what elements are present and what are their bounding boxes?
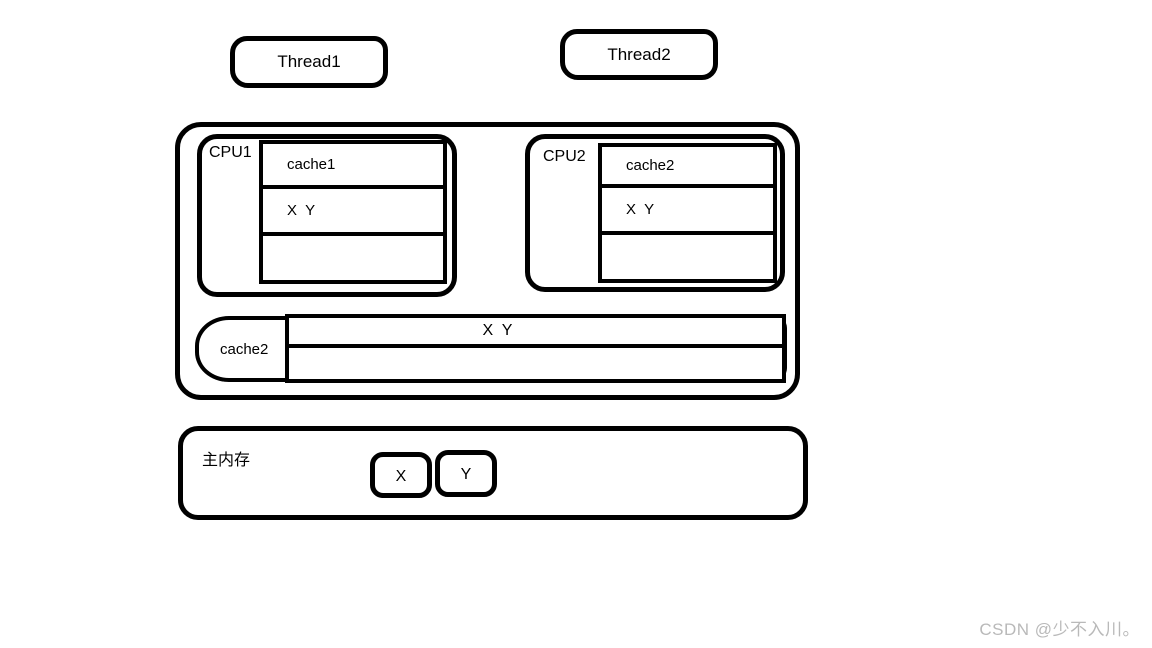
- cpu-group-box: CPU1 cache1 X Y CPU2 cache2: [175, 122, 800, 400]
- cpu2-cache-empty-row: [602, 235, 773, 279]
- csdn-watermark: CSDN @少不入川。: [979, 620, 1140, 639]
- cpu1-label: CPU1: [209, 144, 252, 161]
- cpu2-cache-vars: X Y: [626, 201, 655, 218]
- cpu1-cache-title: cache1: [287, 156, 336, 173]
- shared-cache-table: X Y: [285, 314, 786, 383]
- main-memory-label: 主内存: [202, 452, 251, 469]
- cpu1-cache-vars-row: X Y: [263, 189, 443, 236]
- thread2-label: Thread2: [607, 44, 671, 64]
- cpu2-label: CPU2: [543, 148, 586, 165]
- thread1-label: Thread1: [277, 52, 341, 71]
- thread2-box: Thread2: [560, 29, 718, 80]
- main-memory-box: 主内存 X Y: [178, 426, 808, 520]
- cpu2-cache-table: cache2 X Y: [598, 143, 777, 283]
- cpu2-cache-title: cache2: [626, 157, 675, 174]
- cpu1-box: CPU1 cache1 X Y: [197, 134, 457, 297]
- memory-cell-x-label: X: [395, 467, 407, 485]
- memory-cell-y-label: Y: [460, 466, 472, 483]
- cpu1-cache-table: cache1 X Y: [259, 140, 447, 284]
- cpu1-cache-empty-row: [263, 236, 443, 280]
- cpu1-cache-vars: X Y: [287, 202, 316, 219]
- cpu2-box: CPU2 cache2 X Y: [525, 134, 785, 292]
- thread1-box: Thread1: [230, 36, 388, 88]
- shared-cache-vars-row: X Y: [289, 318, 782, 348]
- cpu2-cache-vars-row: X Y: [602, 188, 773, 235]
- cpu2-cache-title-row: cache2: [602, 147, 773, 188]
- shared-cache-vars: X Y: [482, 322, 513, 339]
- memory-cell-x: X: [370, 452, 432, 498]
- shared-cache-empty-row: [289, 348, 782, 379]
- memory-cell-y: Y: [435, 450, 497, 497]
- shared-cache2-label: cache2: [220, 340, 269, 358]
- cpu1-cache-title-row: cache1: [263, 144, 443, 189]
